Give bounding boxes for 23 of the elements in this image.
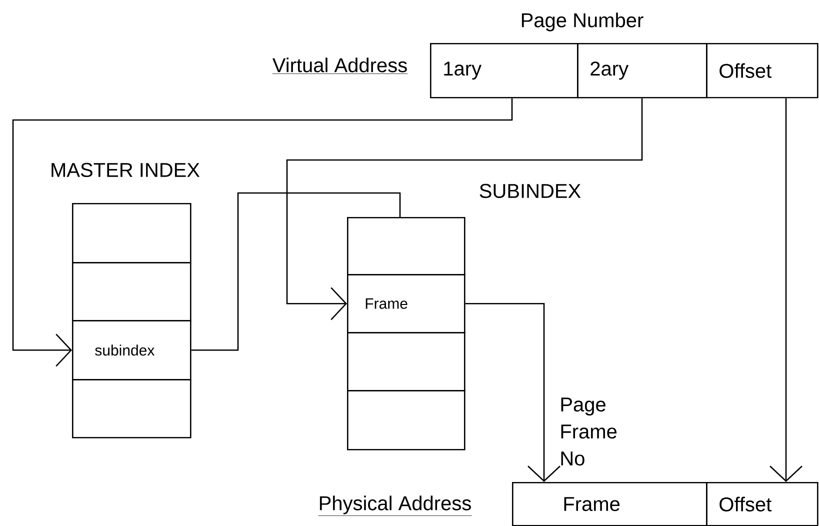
address-field-cell: Frame [512, 482, 708, 526]
table-entry-cell [72, 378, 192, 438]
table-entry-cell [347, 332, 466, 392]
address-field-cell: Offset [706, 482, 818, 526]
arrow [12, 98, 513, 367]
heading-label: Page Number [522, 12, 644, 32]
address-label: Virtual Address [272, 58, 408, 74]
table-entry-cell [347, 216, 466, 276]
table-entry-cell: Frame [347, 274, 466, 334]
table-entry-cell [347, 390, 466, 450]
table-entry-cell [72, 262, 192, 322]
heading-label: MASTER INDEX [52, 162, 200, 178]
heading-label: SUBINDEX [480, 184, 581, 198]
arrow [465, 302, 560, 482]
address-field-cell: Offset [706, 43, 818, 98]
edge-label: Page Frame No [561, 398, 617, 466]
address-label: Physical Address [318, 496, 472, 516]
arrow [770, 98, 802, 482]
table-entry-cell: subindex [72, 320, 192, 380]
address-field-cell: 1ary [430, 43, 578, 98]
arrow [286, 98, 643, 320]
table-entry-cell [72, 202, 192, 264]
address-field-cell: 2ary [577, 43, 708, 98]
